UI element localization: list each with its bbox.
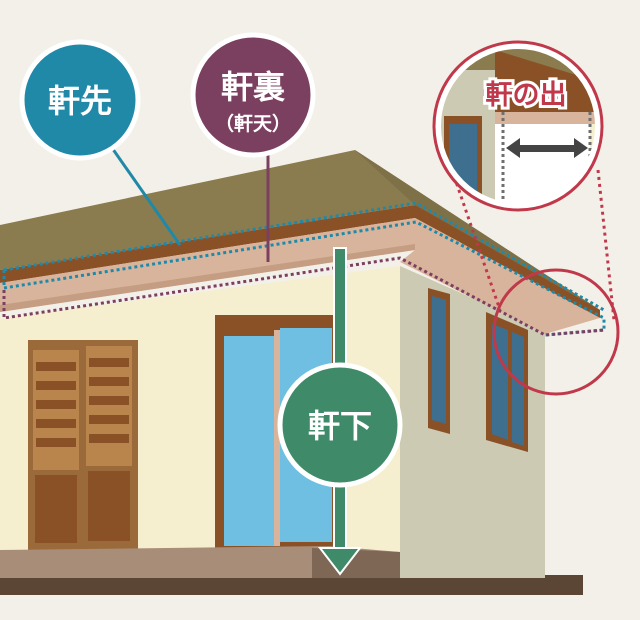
nokiura-sub-label: （軒天） xyxy=(215,112,291,135)
ground xyxy=(0,575,583,595)
glass-door xyxy=(215,315,340,550)
nokisaki-label: 軒先 xyxy=(48,82,112,120)
nokiura-label: 軒裏 xyxy=(221,68,286,106)
soffit-front xyxy=(0,218,415,312)
side-window-1 xyxy=(428,288,450,434)
soffit-side xyxy=(400,218,600,334)
shutters xyxy=(28,340,138,550)
nokishita-badge: 軒下 xyxy=(277,362,403,488)
fascia-front xyxy=(0,205,415,283)
step-base xyxy=(0,546,400,578)
nokisaki-badge: 軒先 xyxy=(19,39,141,161)
fascia-side xyxy=(415,205,600,318)
noki-no-de-label: 軒の出 xyxy=(486,80,567,111)
zoom-target-circle xyxy=(492,268,620,396)
nokiura-badge: 軒裏 （軒天） xyxy=(190,32,316,158)
nokishita-label: 軒下 xyxy=(308,407,372,445)
roof xyxy=(0,150,600,310)
nokisaki-leader xyxy=(108,144,182,246)
zoom-circle xyxy=(432,40,604,212)
double-arrow-icon xyxy=(506,138,588,158)
nokiura-outline xyxy=(2,256,605,337)
